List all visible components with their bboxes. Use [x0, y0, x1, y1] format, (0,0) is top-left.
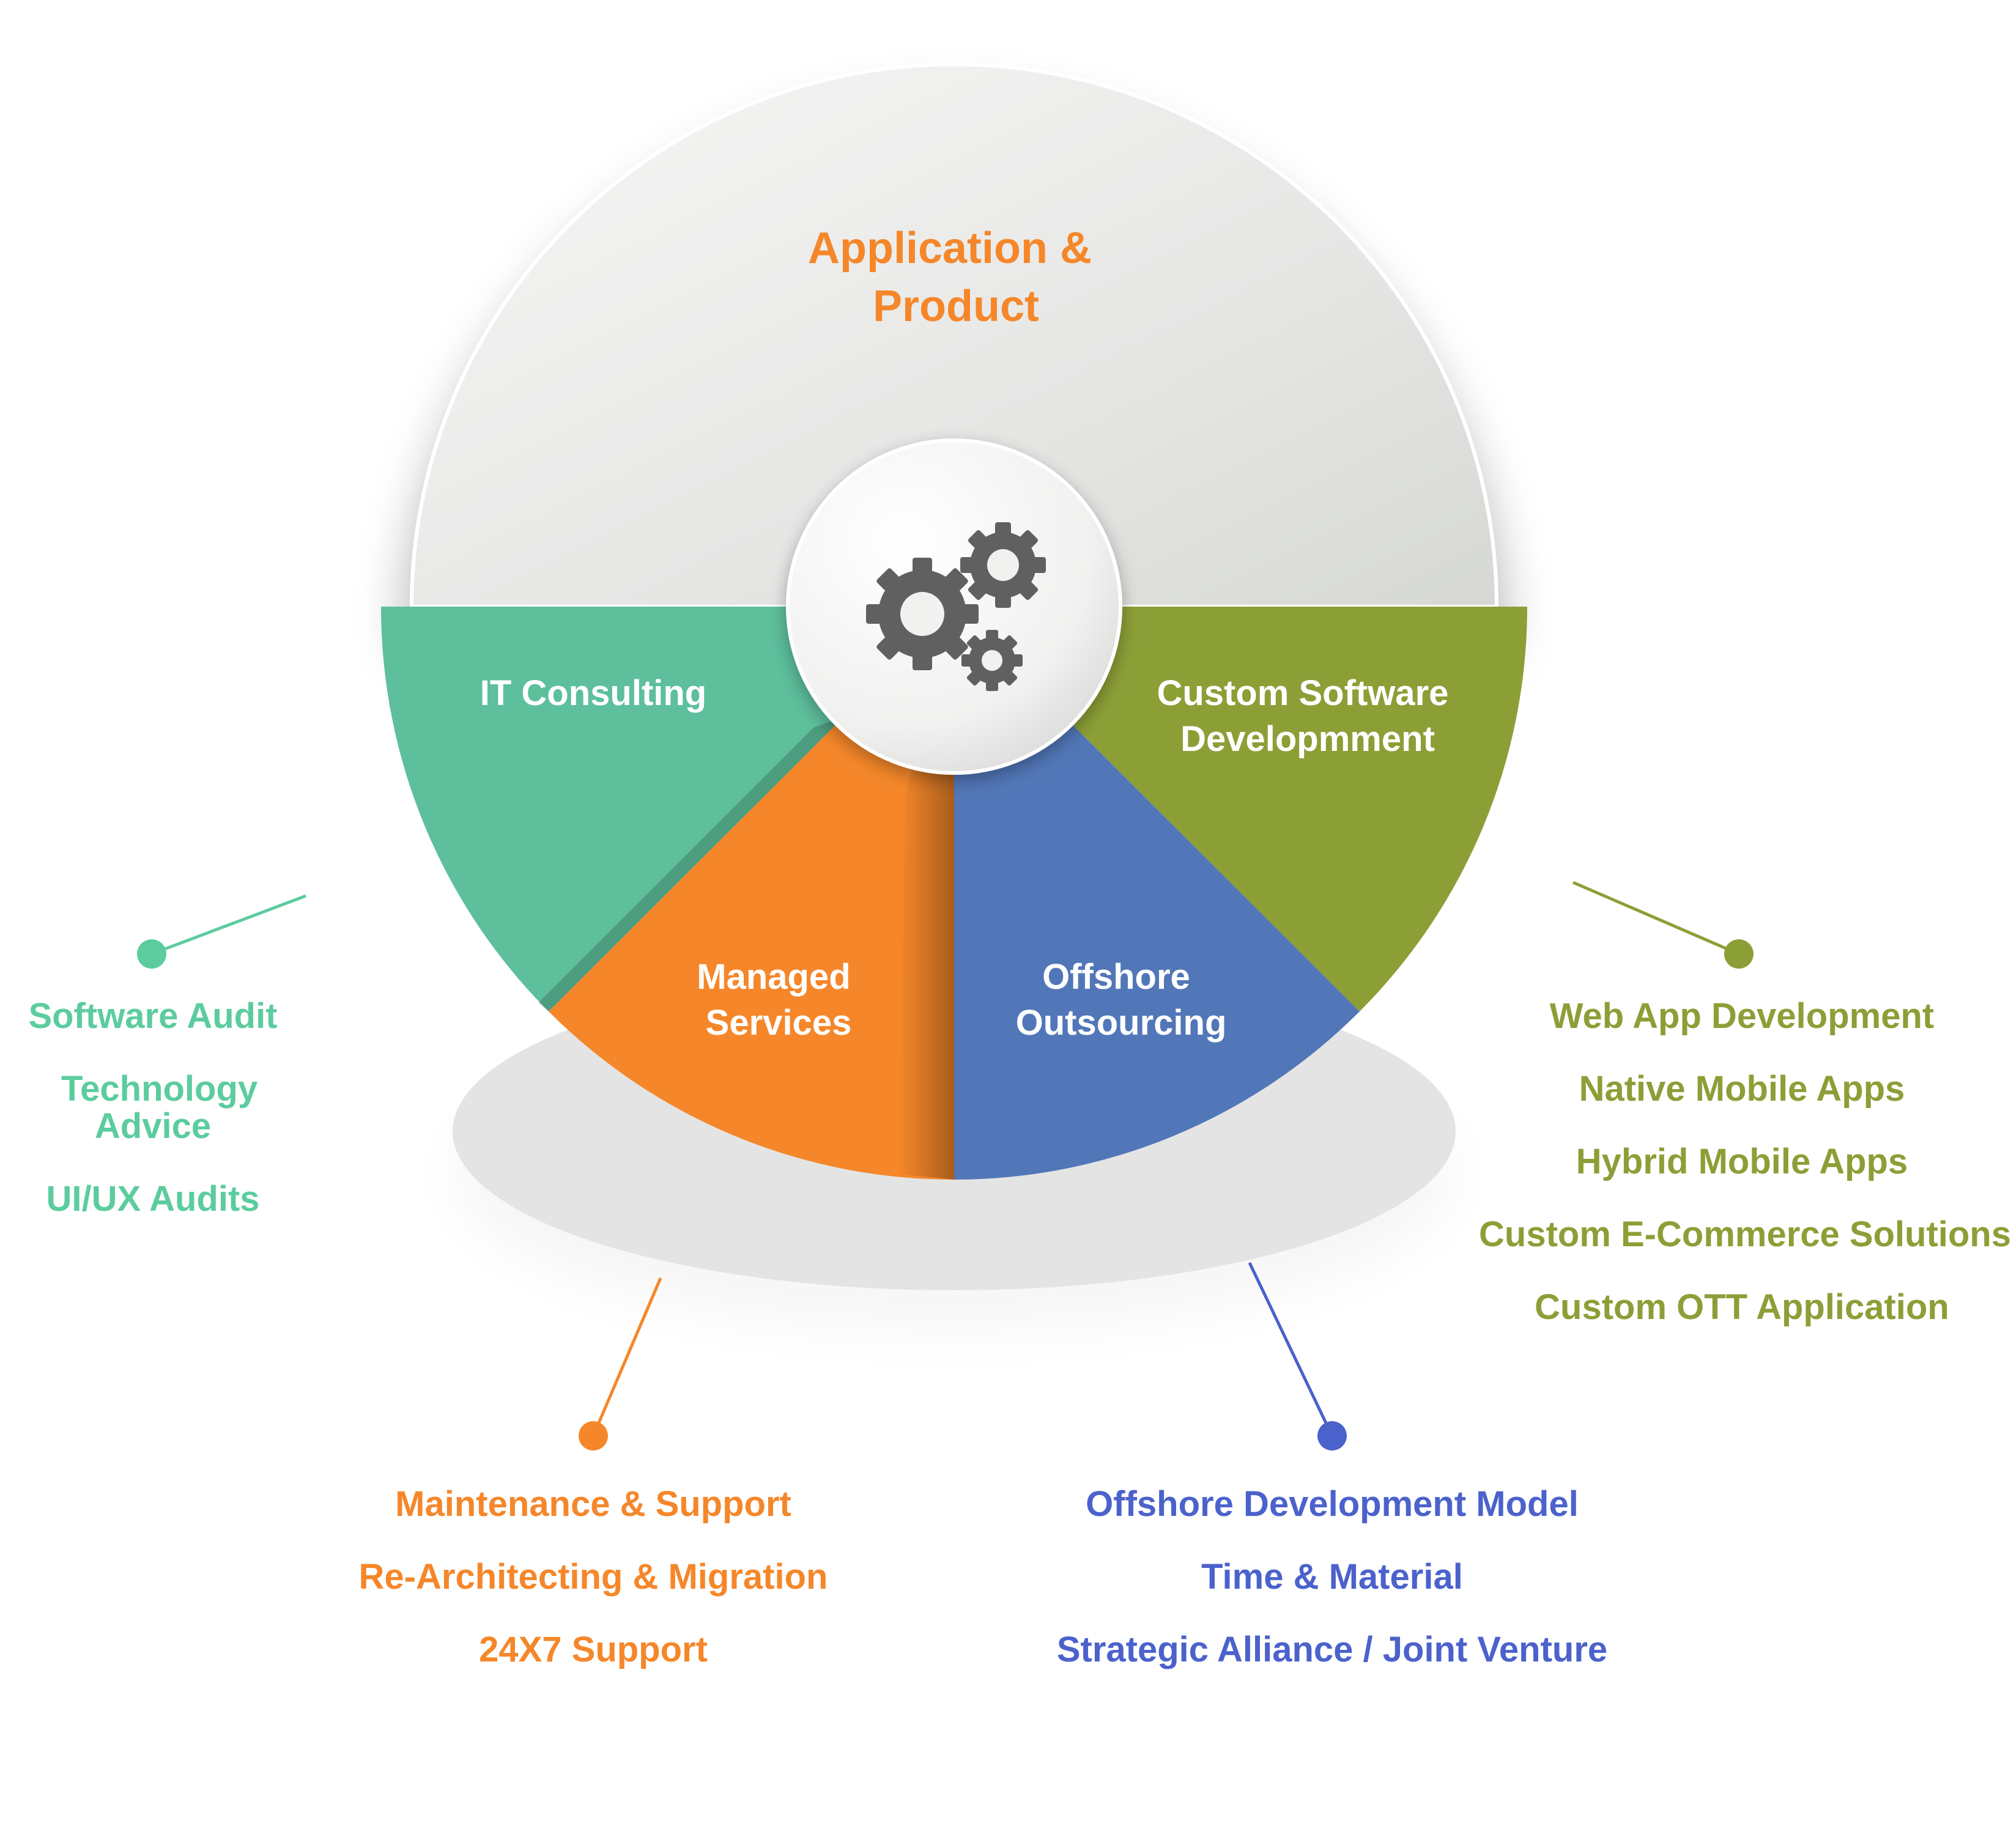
- managed-services-label-line2: Services: [706, 1003, 852, 1043]
- segment-it-consulting[interactable]: [381, 607, 954, 1011]
- center-title-line1: Application &: [808, 224, 1092, 273]
- segment-managed-services[interactable]: [549, 607, 954, 1180]
- segment-application-product[interactable]: [409, 62, 1499, 608]
- center-title-line2: Product: [873, 282, 1039, 331]
- list-item: Hybrid Mobile Apps: [1576, 1141, 1908, 1181]
- list-item: Custom E-Commerce Solutions: [1479, 1214, 2011, 1254]
- svg-text:Offshore Outsourcing: Offshore Outsourcing: [1016, 957, 1227, 1043]
- list-item: Native Mobile Apps: [1579, 1068, 1905, 1109]
- it-consulting-services-list: Software Audit Technology Advice UI/UX A…: [12, 996, 294, 1254]
- connector-managed-services: [579, 1277, 662, 1451]
- managed-services-list: Maintenance & Support Re-Architecting & …: [318, 1484, 868, 1704]
- managed-services-label-line1: Managed: [697, 957, 850, 997]
- connector-offshore-outsourcing: [1248, 1262, 1347, 1451]
- list-item: UI/UX Audits: [46, 1178, 260, 1219]
- connector-custom-software: [1572, 881, 1754, 969]
- offshore-outsourcing-label-line2: Outsourcing: [1016, 1003, 1227, 1043]
- list-item: Strategic Alliance / Joint Venture: [1056, 1629, 1608, 1669]
- list-item: Web App Development: [1549, 996, 1935, 1036]
- connector-it-consulting: [137, 894, 306, 969]
- offshore-outsourcing-list: Offshore Development Model Time & Materi…: [996, 1484, 1668, 1704]
- custom-software-label-line1: Custom Software: [1157, 673, 1448, 713]
- list-item: Time & Material: [1201, 1556, 1463, 1597]
- custom-software-label-line2: Developmment: [1180, 719, 1435, 759]
- gears-icon: [866, 522, 1046, 691]
- svg-text:Managed Services: Managed Services: [697, 957, 861, 1043]
- segment-custom-software[interactable]: [954, 607, 1527, 1011]
- it-consulting-label: IT Consulting: [480, 673, 707, 713]
- list-item: Maintenance & Support: [395, 1484, 791, 1524]
- list-item: Re-Architecting & Migration: [358, 1556, 828, 1597]
- list-item: Software Audit: [28, 996, 278, 1036]
- segment-offshore-outsourcing[interactable]: [954, 607, 1360, 1180]
- list-item: Offshore Development Model: [1086, 1484, 1579, 1524]
- svg-text:Application & Product: Application & Product: [808, 224, 1104, 331]
- list-item: Custom OTT Application: [1535, 1287, 1949, 1327]
- custom-software-list: Web App Development Native Mobile Apps H…: [1479, 996, 2011, 1361]
- svg-text:Custom Software Developmme: Custom Software Developmment: [1157, 673, 1458, 759]
- list-item: 24X7 Support: [479, 1629, 708, 1669]
- offshore-outsourcing-label-line1: Offshore: [1042, 957, 1190, 997]
- list-item: Technology Advice: [61, 1068, 258, 1146]
